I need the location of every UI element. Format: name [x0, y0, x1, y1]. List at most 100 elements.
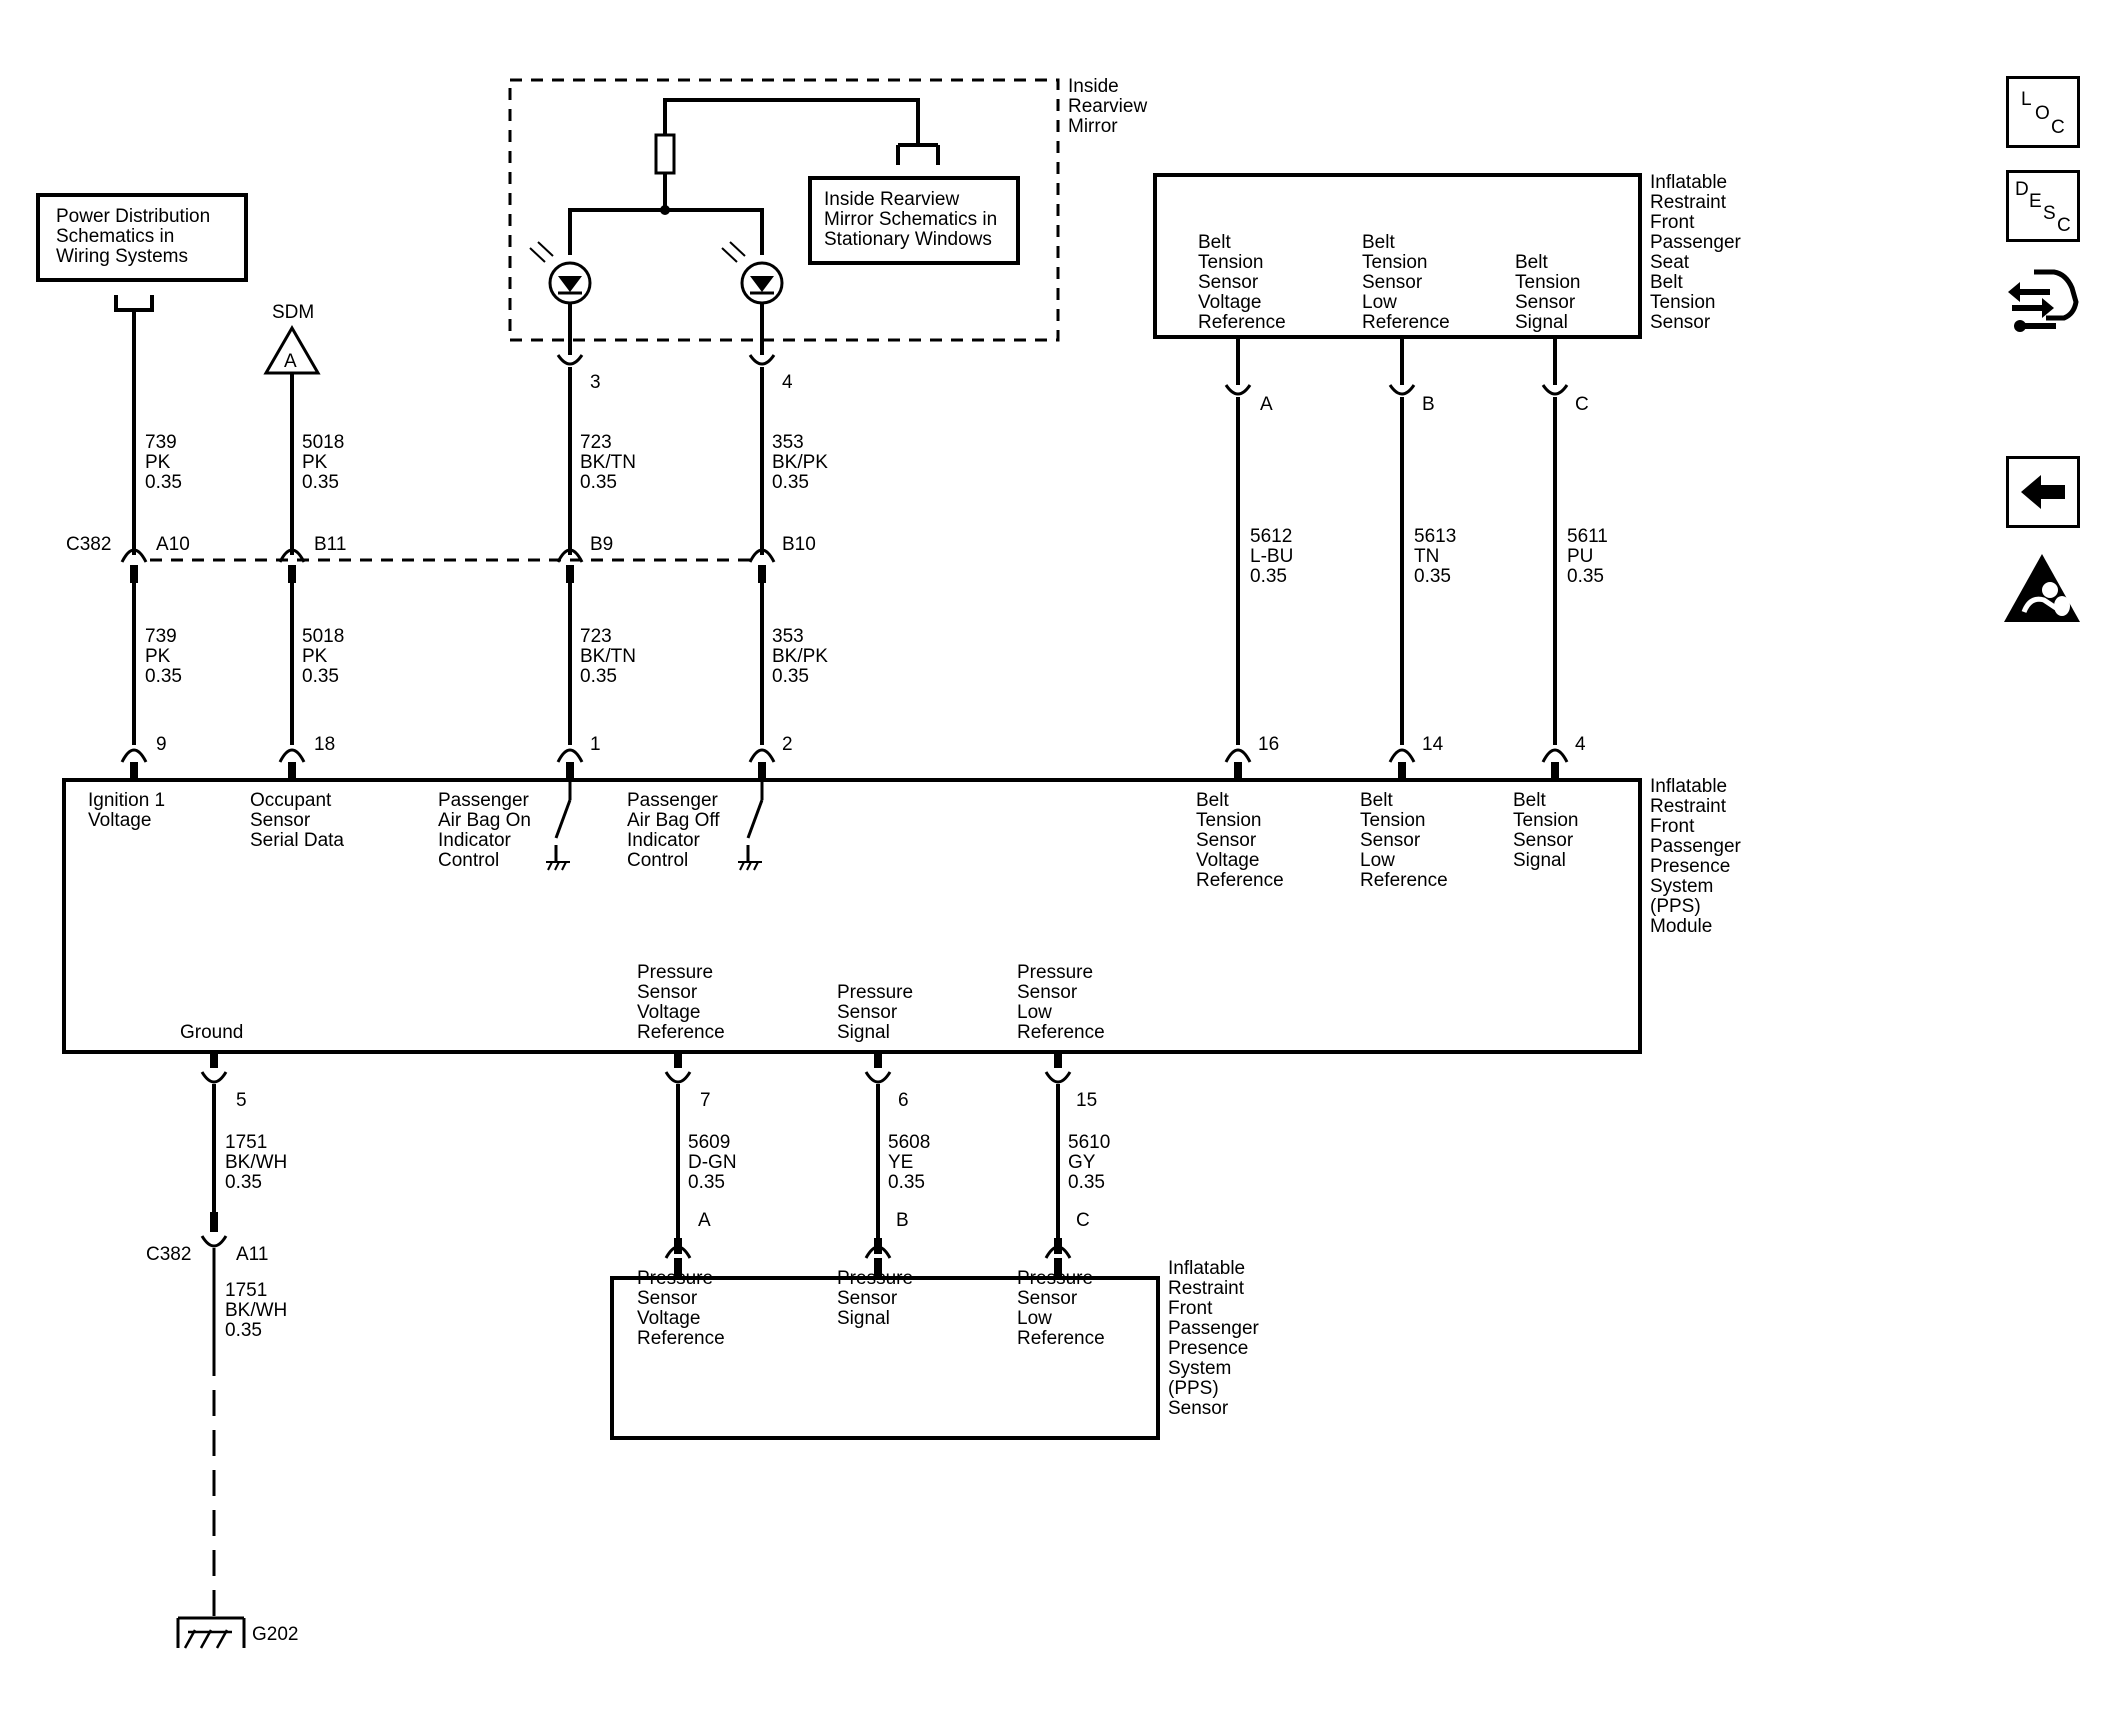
mirror-pin-arcs — [556, 354, 776, 366]
module-pin-18: 18 — [314, 734, 335, 755]
mirror-dashed-box — [508, 78, 1060, 342]
module-pin-6: 6 — [898, 1090, 909, 1111]
mirror-bus-wire — [568, 208, 764, 255]
desc-icon: D E S C — [2015, 179, 2071, 236]
module-pin-15: 15 — [1076, 1090, 1097, 1111]
airbag-off-switch-icon — [738, 780, 764, 871]
power-dist-stub — [114, 295, 154, 312]
sdm-label: SDM — [272, 302, 314, 323]
svg-text:E: E — [2029, 191, 2042, 212]
airbag-off-led-icon — [721, 241, 784, 305]
module-bottom-pin-stubs — [210, 1052, 1062, 1068]
module-sig-ground: Ground — [180, 1022, 243, 1043]
airbag-on-switch-icon — [546, 780, 572, 871]
mirror-pin-3: 3 — [590, 372, 601, 393]
back-button[interactable] — [2006, 456, 2080, 528]
sdm-ref-letter: A — [284, 351, 297, 372]
pps-module-box — [62, 778, 1642, 1054]
belt-tension-sensor-box — [1153, 173, 1642, 339]
mirror-feed-wire — [663, 98, 920, 145]
desc-button[interactable]: D E S C — [2006, 170, 2080, 242]
module-pin-2: 2 — [782, 734, 793, 755]
mirror-resistor — [654, 133, 676, 175]
svg-text:D: D — [2015, 179, 2029, 200]
ground-g202-label: G202 — [252, 1624, 298, 1645]
svg-text:S: S — [2043, 203, 2056, 224]
pps-sensor-pin-b: B — [896, 1210, 909, 1231]
connector-pin-a10: A10 — [156, 534, 190, 555]
mirror-pin-4: 4 — [782, 372, 793, 393]
pps-sensor-pin-stubs — [674, 1258, 1062, 1278]
connector-pin-b11: B11 — [314, 534, 346, 555]
belt-pin-b: B — [1422, 394, 1435, 415]
module-top-pin-stubs — [130, 762, 1559, 780]
module-pin-14: 14 — [1422, 734, 1444, 755]
power-distribution-ref-box — [36, 193, 248, 282]
connector-icon — [2008, 269, 2079, 332]
mirror-schematics-ref-box — [808, 176, 1020, 265]
ground-g202-icon — [176, 1616, 246, 1649]
connector-c382-arcs — [120, 548, 776, 563]
connector-pin-b9: B9 — [590, 534, 613, 555]
module-pin-1: 1 — [590, 734, 601, 755]
airbag-warning-button[interactable] — [2000, 550, 2084, 626]
loc-button[interactable]: L O C — [2006, 76, 2080, 148]
airbag-on-led-icon — [529, 241, 592, 305]
pps-sensor-box — [610, 1276, 1160, 1440]
module-bottom-pin-arcs — [200, 1071, 1072, 1084]
module-top-pin-arcs — [120, 748, 1569, 763]
connector-view-button[interactable] — [2004, 262, 2080, 342]
pps-sensor-pin-a: A — [698, 1210, 711, 1231]
belt-pin-c: C — [1575, 394, 1589, 415]
back-arrow-icon — [2021, 475, 2065, 509]
svg-text:L: L — [2021, 89, 2032, 110]
ground-connector-arc — [200, 1235, 228, 1248]
svg-text:C: C — [2057, 215, 2071, 236]
loc-icon: L O C — [2021, 89, 2065, 138]
belt-sensor-pin-arcs — [1224, 384, 1569, 396]
module-pin-4: 4 — [1575, 734, 1586, 755]
module-pin-16: 16 — [1258, 734, 1279, 755]
airbag-warning-icon — [2004, 554, 2080, 622]
connector-c382-label: C382 — [66, 534, 111, 555]
module-pin-5: 5 — [236, 1090, 247, 1111]
module-pin-7: 7 — [700, 1090, 711, 1111]
connector-c382-male-pins — [130, 565, 766, 583]
belt-pin-a: A — [1260, 394, 1273, 415]
